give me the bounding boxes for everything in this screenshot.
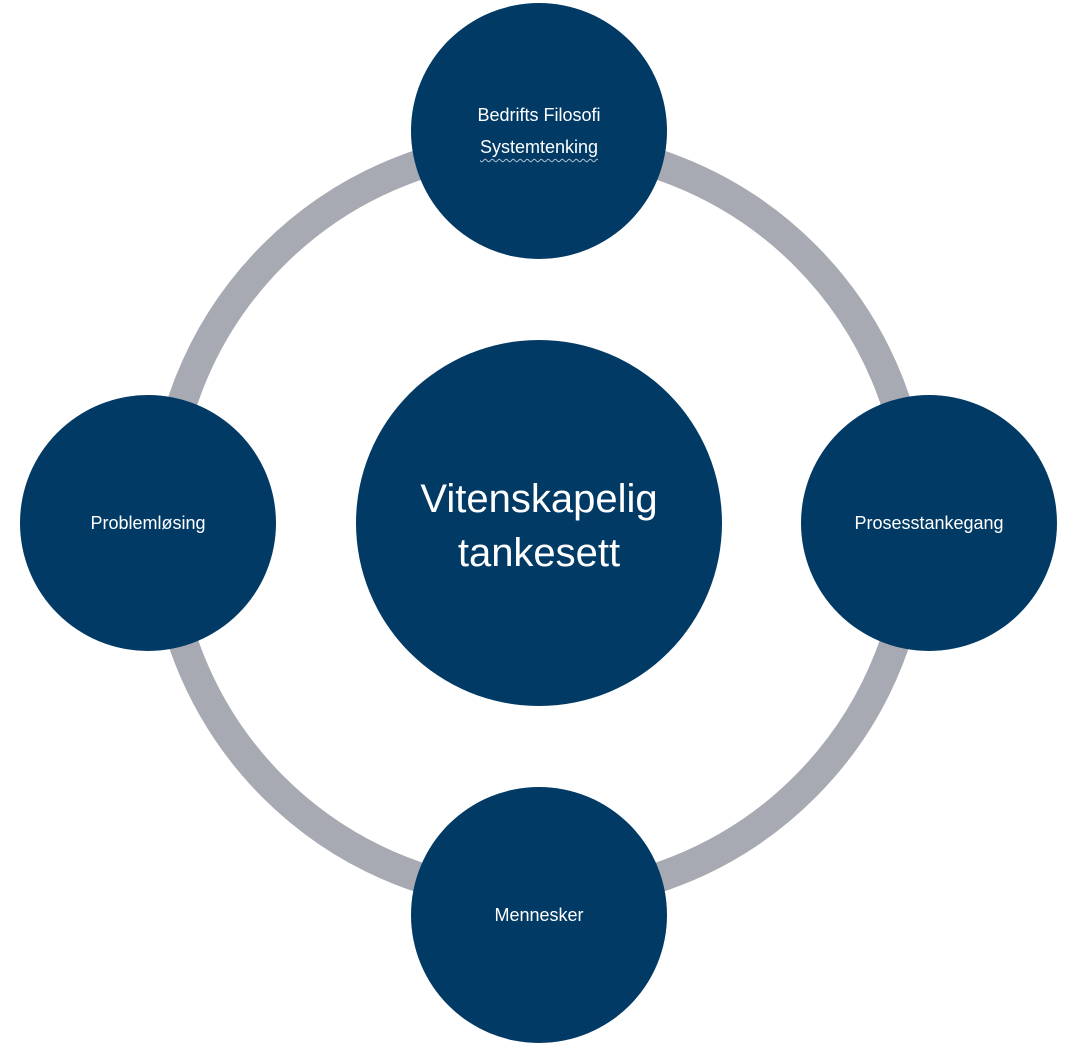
center-node-vitenskapelig-tankesett: Vitenskapelig tankesett [356, 340, 722, 706]
node-problemlosing: Problemløsing [20, 395, 276, 651]
center-label-line2: tankesett [457, 531, 621, 575]
node-top-label-line2: Systemtenking [479, 137, 599, 157]
node-mennesker: Mennesker [411, 787, 667, 1043]
node-top-label-line1: Bedrifts Filosofi [477, 105, 601, 125]
node-bottom-label: Mennesker [494, 905, 584, 925]
node-prosesstankegang: Prosesstankegang [801, 395, 1057, 651]
center-label-line1: Vitenskapelig [420, 477, 658, 521]
node-left-label: Problemløsing [90, 513, 206, 533]
node-bedrifts-filosofi: Bedrifts Filosofi Systemtenking [411, 3, 667, 259]
node-right-label: Prosesstankegang [854, 513, 1004, 533]
